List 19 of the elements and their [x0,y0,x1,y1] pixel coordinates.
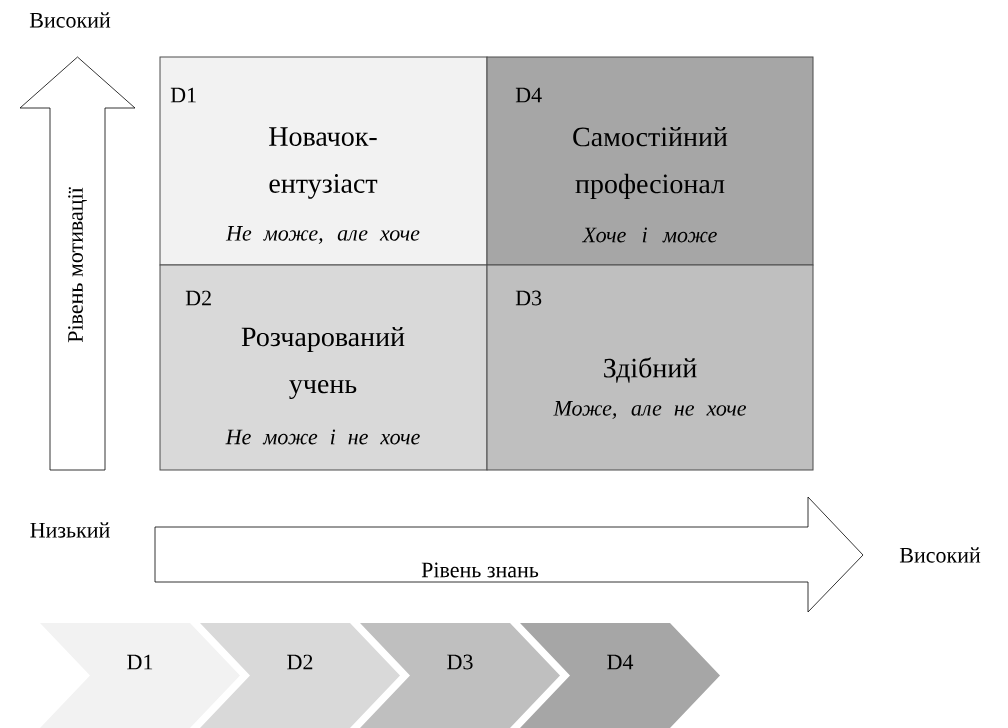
axis-label: Високий [29,12,111,28]
quadrant-description: Не може і не хоче [225,429,420,445]
axis-label: Високий [899,547,981,563]
quadrant-title: Самостійний професіонал [573,126,728,200]
quadrant-title: Новачок-ентузіаст [269,127,378,199]
quadrant-code: D4 [515,87,542,103]
process-step: D3 [360,623,560,728]
quadrant-description: Може, але не хоче [553,401,747,419]
process-step: D4 [520,623,720,728]
quadrant-title: Здібний [604,357,697,383]
quadrant-description: Не може, але хоче [225,226,420,244]
process-step: D1 [40,623,240,728]
quadrant-description: Хоче і може [581,227,717,243]
axis-label: Низький [30,522,110,538]
quadrant-code: D1 [170,87,196,103]
quadrant-code: D2 [185,290,211,306]
quadrant-title: Розчарований учень [241,326,405,400]
process-step: D2 [200,623,400,728]
quadrant-code: D3 [515,290,542,306]
